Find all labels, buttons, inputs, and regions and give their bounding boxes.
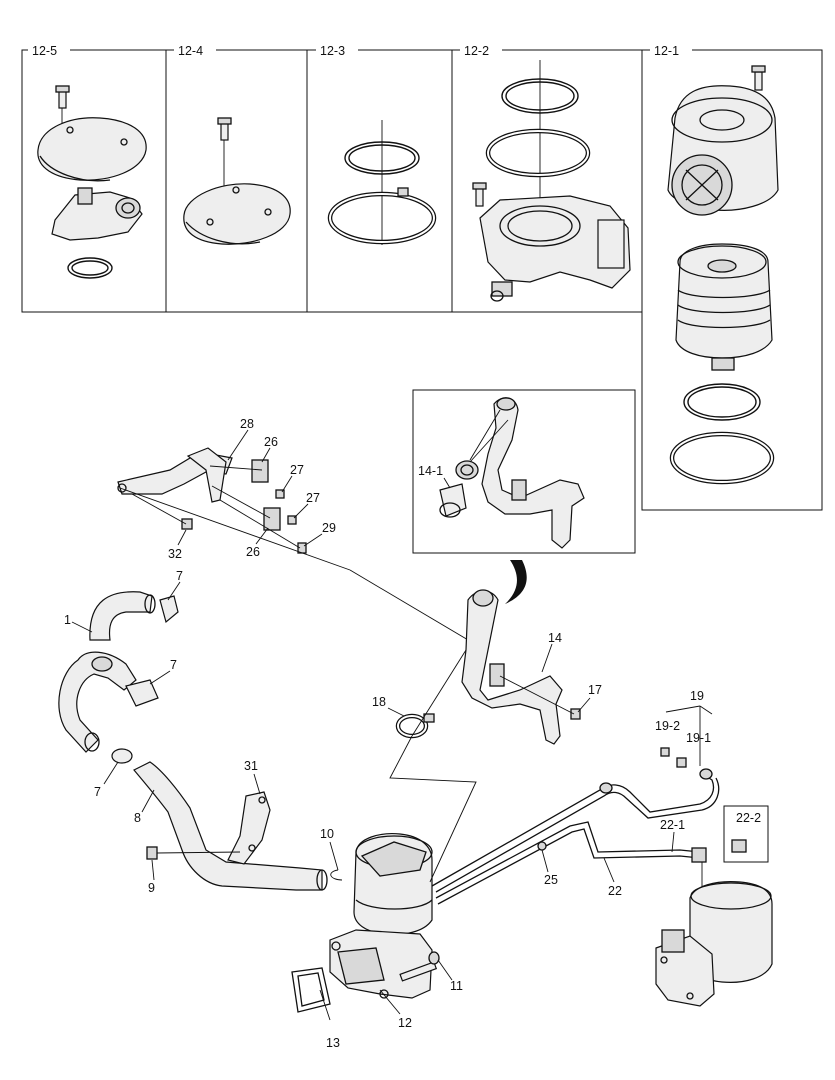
callout-32: 32 (168, 547, 182, 561)
coolant-hose-set (58, 591, 343, 891)
panel-12-2-parts (472, 60, 631, 302)
callout-26-bottom: 26 (246, 545, 260, 559)
panel-frame (21, 49, 823, 511)
panel-12-4-parts (183, 117, 291, 245)
callout-27-top: 27 (290, 463, 304, 477)
callout-11: 11 (450, 979, 463, 993)
callout-19-2: 19-2 (655, 719, 680, 733)
callout-12: 12 (398, 1016, 412, 1030)
oil-line-set (431, 705, 773, 1007)
callout-14: 14 (548, 631, 562, 645)
callout-31: 31 (244, 759, 258, 773)
callout-8: 8 (134, 811, 141, 825)
callout-19: 19 (690, 689, 704, 703)
callout-25: 25 (544, 873, 558, 887)
callout-13: 13 (326, 1036, 340, 1050)
callout-22-2: 22-2 (736, 811, 761, 825)
callout-28: 28 (240, 417, 254, 431)
callout-26-top: 26 (264, 435, 278, 449)
panel-label-12-5: 12-5 (32, 44, 57, 58)
callout-10: 10 (320, 827, 334, 841)
callout-27-bottom: 27 (306, 491, 320, 505)
callout-14-1: 14-1 (418, 464, 443, 478)
callout-29: 29 (322, 521, 336, 535)
panel-12-1-parts (667, 65, 779, 485)
panel-label-12-4: 12-4 (178, 44, 203, 58)
callout-22-1: 22-1 (660, 818, 685, 832)
panel-label-12-3: 12-3 (320, 44, 345, 58)
callout-7-a: 7 (176, 569, 183, 583)
callout-19-1: 19-1 (686, 731, 711, 745)
detail-inset-14-1 (412, 389, 636, 554)
callout-22: 22 (608, 884, 622, 898)
callout-17: 17 (588, 683, 602, 697)
callout-9: 9 (148, 881, 155, 895)
callout-18: 18 (372, 695, 386, 709)
hose-14-assembly (389, 589, 581, 883)
filter-housing-assembly (291, 833, 453, 1021)
panel-label-12-2: 12-2 (464, 44, 489, 58)
panel-12-3-parts (327, 120, 437, 245)
callout-7-c: 7 (94, 785, 101, 799)
detail-pointer (505, 560, 527, 604)
bracket-assembly (117, 447, 486, 651)
callout-1: 1 (64, 613, 71, 627)
panel-12-5-parts (37, 85, 147, 279)
callout-7-b: 7 (170, 658, 177, 672)
panel-label-12-1: 12-1 (654, 44, 679, 58)
